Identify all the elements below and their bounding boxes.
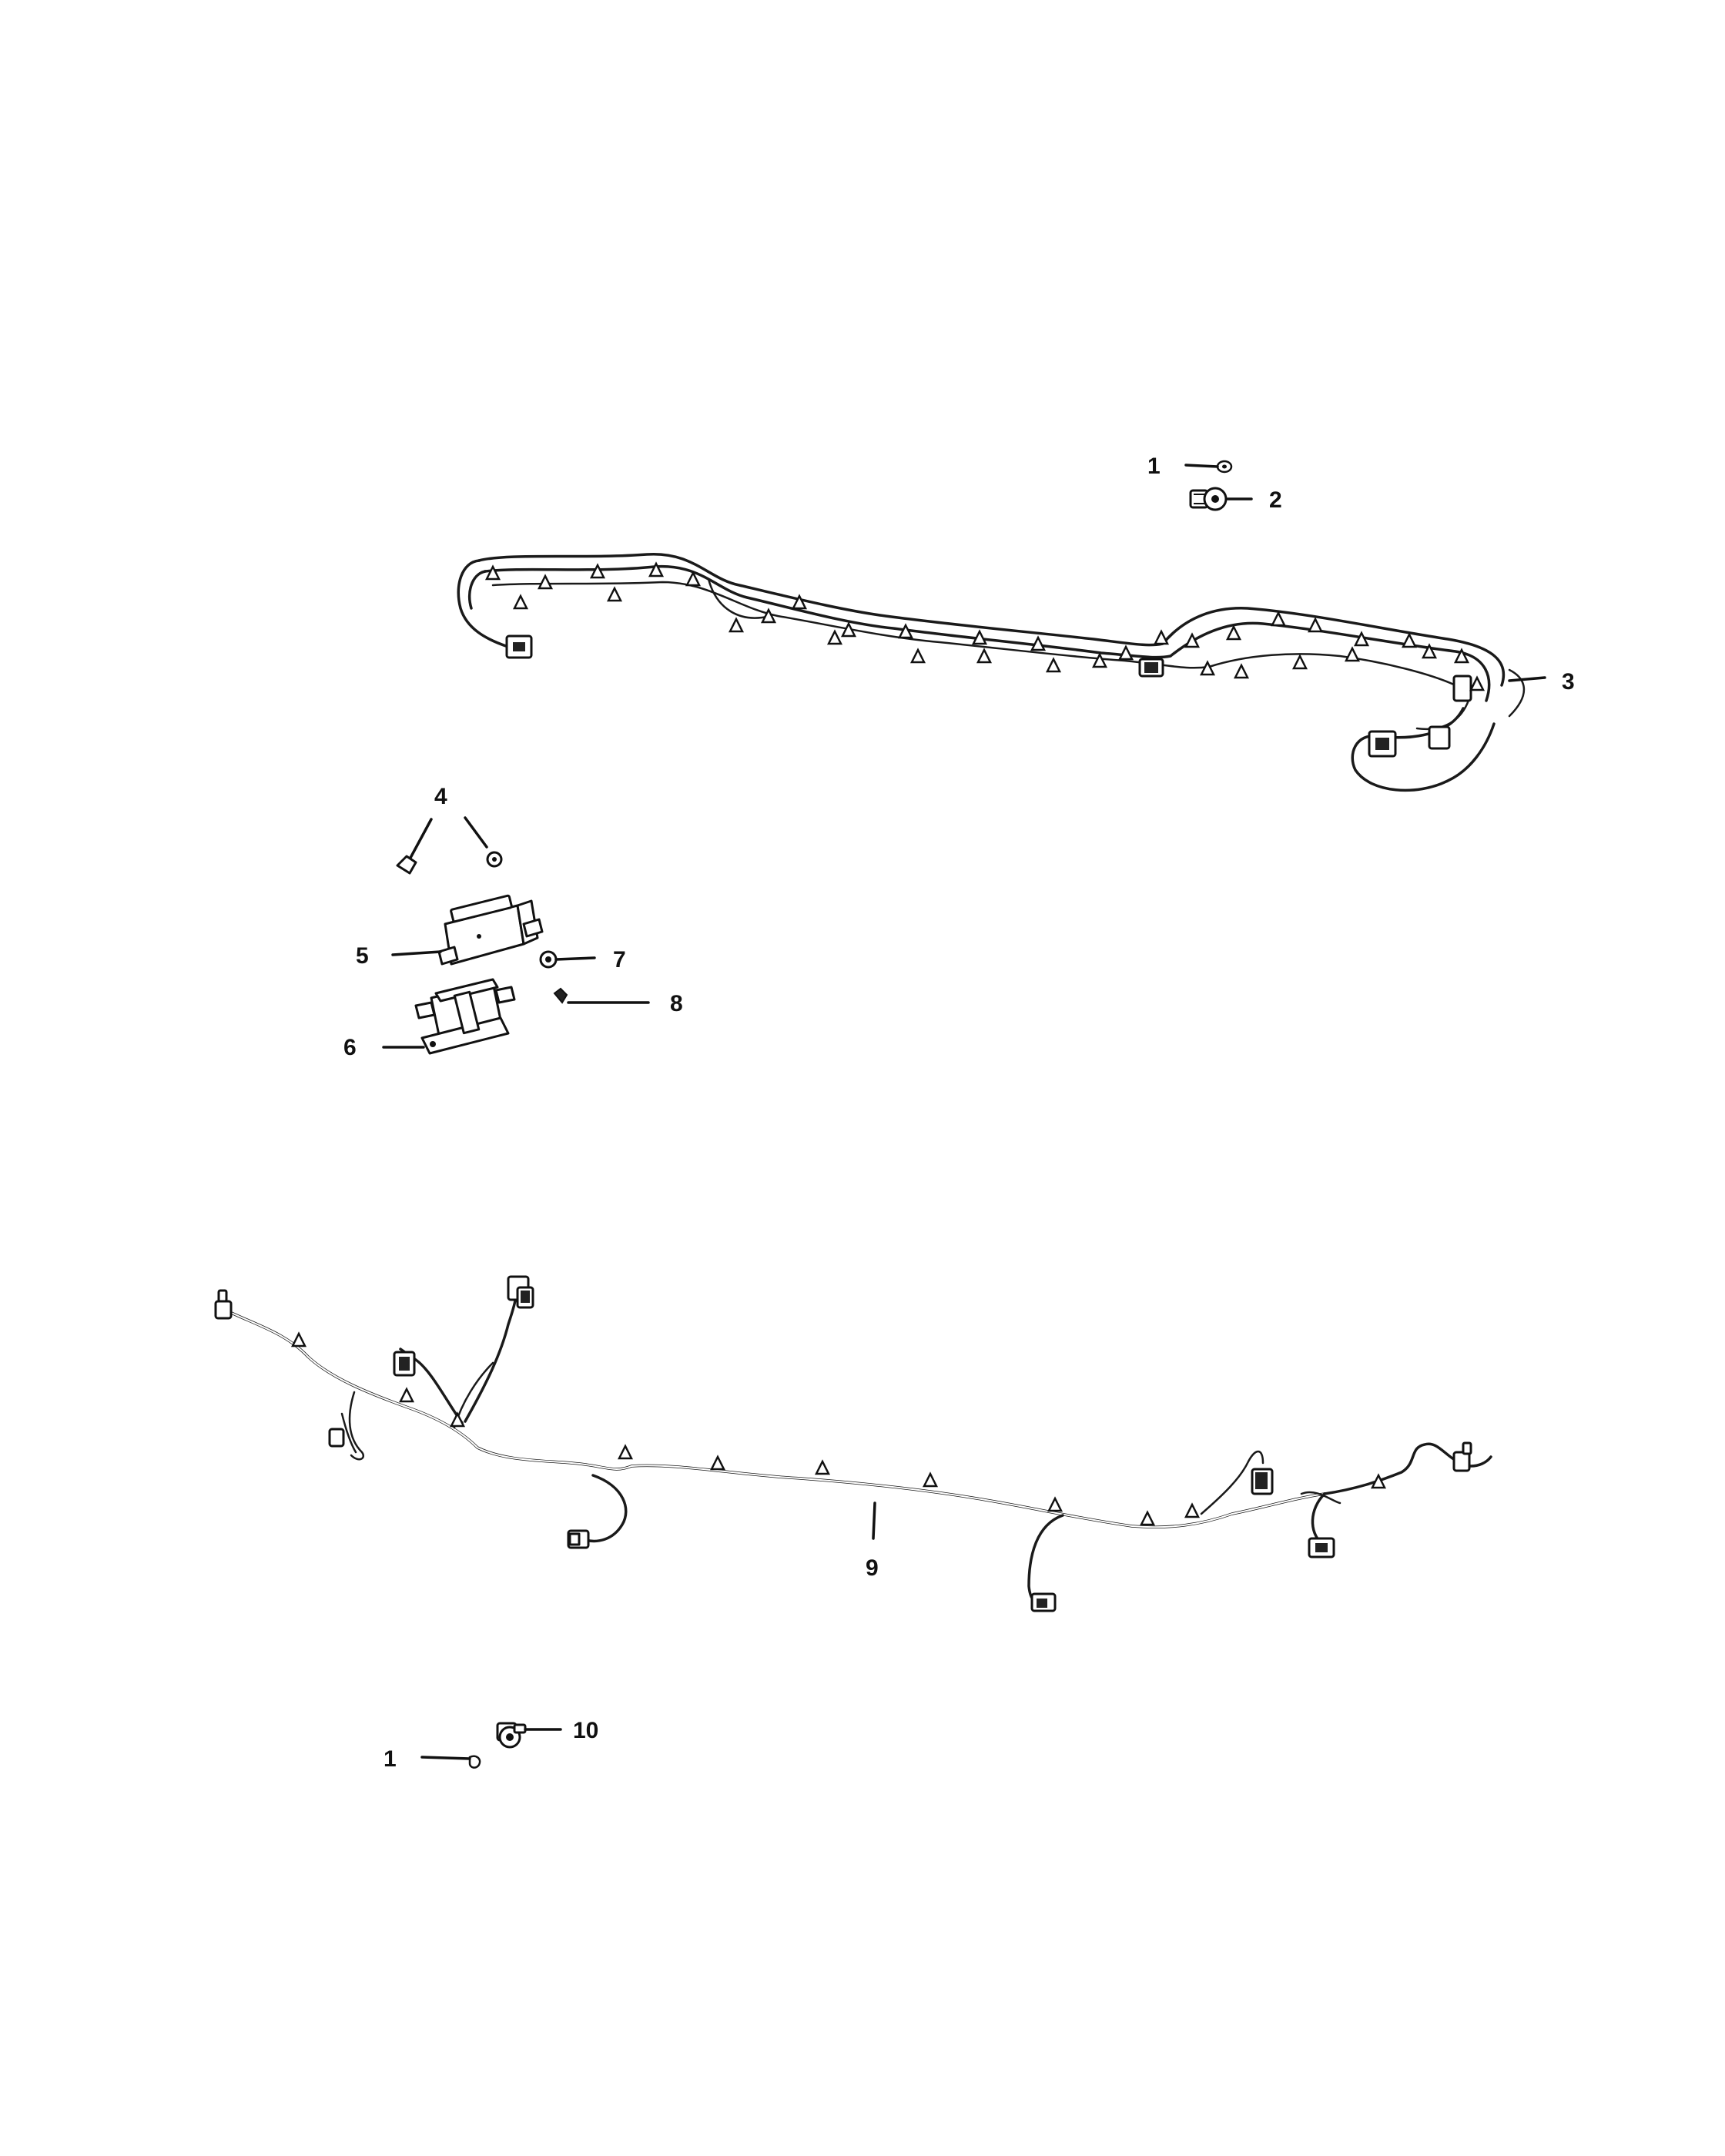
part-1-clip-top[interactable]	[1216, 460, 1233, 474]
leader-4b	[464, 816, 488, 849]
part-3-upper-wiring-harness[interactable]	[457, 553, 1525, 792]
part-1-clip-bottom[interactable]	[468, 1755, 481, 1769]
callout-4[interactable]: 4	[434, 784, 447, 809]
part-2-sensor-connector[interactable]	[1189, 487, 1228, 511]
callout-8[interactable]: 8	[670, 991, 683, 1016]
leader-4a	[409, 818, 433, 859]
part-8-push-pin[interactable]	[553, 987, 568, 1004]
callout-10[interactable]: 10	[573, 1718, 598, 1743]
callout-2[interactable]: 2	[1269, 487, 1282, 513]
callout-6[interactable]: 6	[343, 1035, 357, 1060]
leader-5	[391, 950, 442, 956]
part-4-fastener-right[interactable]	[486, 851, 503, 868]
callout-1-top[interactable]: 1	[1147, 454, 1161, 479]
part-10-sensor-connector[interactable]	[496, 1722, 527, 1749]
leader-7	[554, 956, 596, 961]
callout-5[interactable]: 5	[356, 943, 369, 969]
callout-1-bottom[interactable]: 1	[384, 1746, 397, 1772]
part-6-module-bracket[interactable]	[414, 978, 516, 1055]
part-5-control-module[interactable]	[437, 894, 544, 966]
part-7-nut[interactable]	[539, 950, 558, 969]
callout-3[interactable]: 3	[1562, 669, 1575, 695]
leader-3	[1508, 676, 1546, 682]
leader-1-bottom	[420, 1756, 471, 1760]
part-4-fastener-left[interactable]	[396, 855, 417, 875]
part-9-lower-wiring-harness[interactable]	[214, 1275, 1492, 1612]
callout-7[interactable]: 7	[613, 947, 626, 973]
callout-9[interactable]: 9	[866, 1555, 879, 1581]
leader-1-top	[1184, 464, 1219, 468]
leader-9	[872, 1502, 876, 1540]
